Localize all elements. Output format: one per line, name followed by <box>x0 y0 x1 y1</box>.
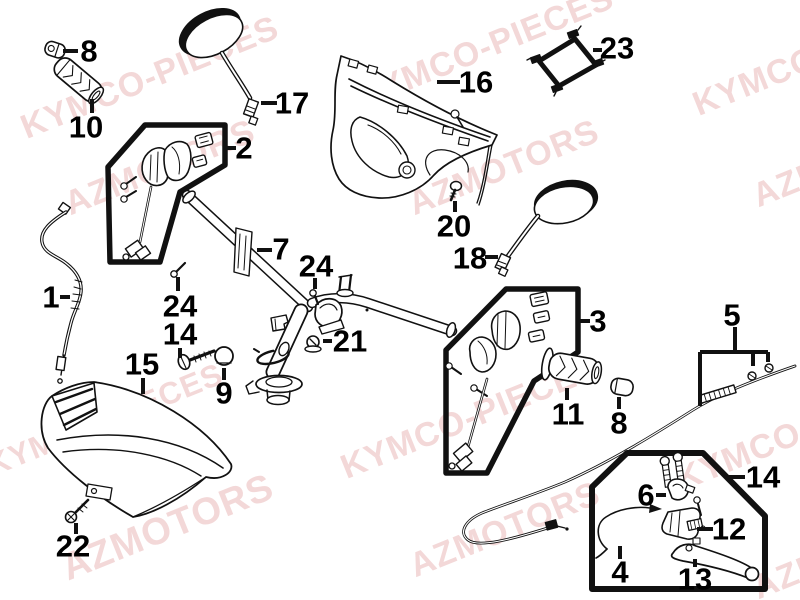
part-label-5: 5 <box>723 297 741 333</box>
part-label-16: 16 <box>458 64 494 100</box>
part-label-11: 11 <box>551 396 585 432</box>
screw-24-center <box>309 289 320 306</box>
bar-end-8-left <box>44 40 66 59</box>
cap-nut-9 <box>214 346 234 366</box>
switch-housing-right-3 <box>443 286 581 476</box>
bar-end-8-right <box>610 377 634 397</box>
nut-21 <box>304 335 322 353</box>
part-label-3: 3 <box>589 303 607 339</box>
part-label-9: 9 <box>215 375 233 411</box>
switch-housing-left-2 <box>105 122 228 265</box>
part-label-8-left: 8 <box>80 33 98 69</box>
part-label-8-right: 8 <box>610 405 628 441</box>
bracket-23 <box>526 25 606 97</box>
cable-1 <box>40 201 83 384</box>
leader-lines <box>60 48 745 567</box>
part-label-20: 20 <box>436 208 472 244</box>
part-label-4: 4 <box>611 554 629 590</box>
front-cover-15 <box>40 381 233 518</box>
part-label-14-right: 14 <box>745 459 781 495</box>
grip-11 <box>540 347 603 385</box>
part-label-10: 10 <box>68 109 104 145</box>
part-label-24-center: 24 <box>298 248 334 284</box>
screw-24-left <box>170 261 187 278</box>
screw-20 <box>449 180 463 202</box>
mirror-17 <box>178 8 260 126</box>
mirror-18 <box>494 179 599 277</box>
cable-5 <box>462 327 797 545</box>
part-label-22: 22 <box>55 528 91 564</box>
handlebar-7 <box>181 189 458 406</box>
part-label-15: 15 <box>124 346 160 382</box>
part-label-1: 1 <box>42 279 60 315</box>
screw-22 <box>64 498 90 524</box>
part-label-23: 23 <box>599 30 635 66</box>
part-label-14-left: 14 <box>162 316 198 352</box>
part-label-7: 7 <box>272 231 290 267</box>
brake-lever-assembly-14 <box>589 450 768 592</box>
part-label-24-left: 24 <box>162 288 198 324</box>
part-label-21: 21 <box>332 323 368 359</box>
part-label-6: 6 <box>637 477 655 513</box>
rear-cover-16 <box>330 55 498 206</box>
part-label-2: 2 <box>235 130 253 166</box>
part-label-13: 13 <box>677 561 713 597</box>
part-label-17: 17 <box>274 85 310 121</box>
part-label-18: 18 <box>452 240 488 276</box>
part-label-12: 12 <box>711 511 747 547</box>
